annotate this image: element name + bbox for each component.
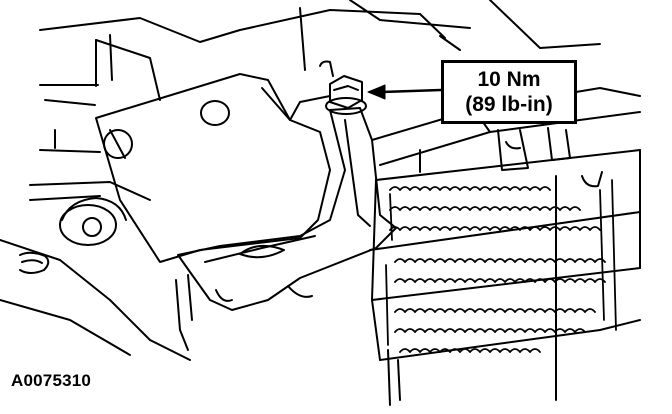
callout-leader	[367, 84, 443, 100]
upper-bracket	[95, 73, 331, 263]
torque-lbin-label: (89 lb-in)	[465, 93, 553, 116]
torque-callout: 10 Nm (89 lb-in)	[441, 60, 577, 124]
torque-nm-label: 10 Nm	[477, 68, 541, 91]
radiator-fins	[385, 179, 617, 353]
background-structure	[29, 0, 601, 201]
lower-bracket	[175, 107, 397, 351]
figure-id-label: A0075310	[11, 371, 92, 390]
radiator-panel	[369, 87, 641, 406]
left-component	[0, 197, 191, 361]
bolt-icon	[319, 60, 367, 115]
